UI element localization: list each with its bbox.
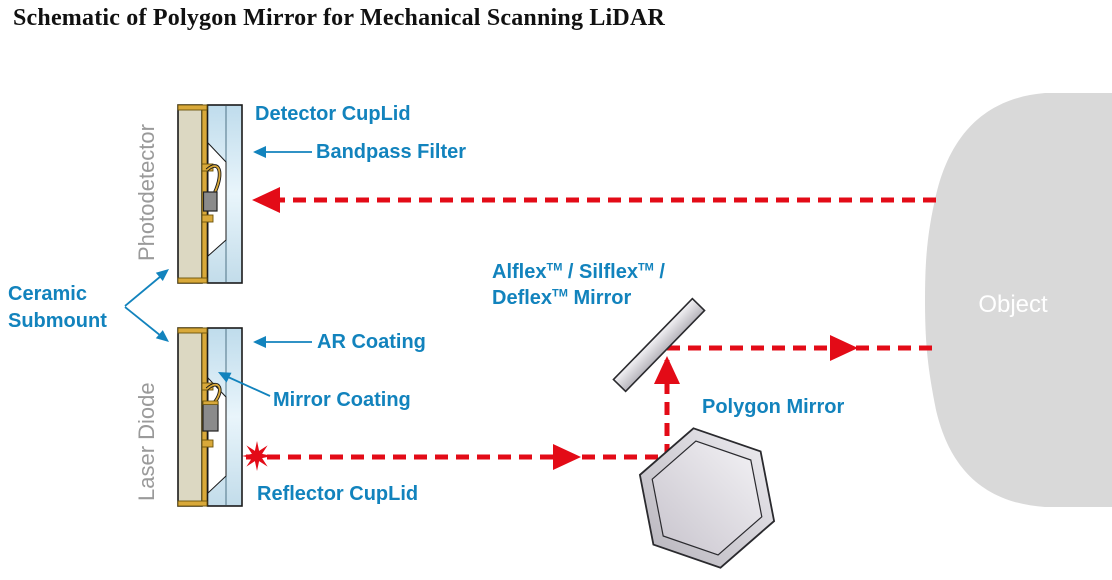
diagram-title: Schematic of Polygon Mirror for Mechanic…: [13, 5, 666, 31]
scan-mirror-shape: [612, 297, 706, 393]
scan-mirror-label: AlflexTM / SilflexTM / DeflexTM Mirror: [492, 259, 665, 311]
object-label: Object: [978, 291, 1048, 318]
detector-cuplid-label: Detector CupLid: [255, 103, 411, 125]
reflector-cuplid-label: Reflector CupLid: [257, 483, 419, 505]
ceramic-arrowhead-down: [155, 330, 169, 342]
mirror-coating-label: Mirror Coating: [273, 389, 411, 411]
arrowhead-outgoing: [830, 335, 858, 361]
scan-mirror-label-line2: DeflexTM Mirror: [492, 287, 632, 309]
polygon-mirror-label: Polygon Mirror: [702, 396, 845, 418]
laser-diode-side-label: Laser Diode: [134, 382, 159, 502]
ceramic-submount-line1: Ceramic: [8, 283, 87, 305]
laser-chip: [202, 401, 219, 432]
beam-emit: [206, 431, 666, 460]
polygon-mirror-shape: [638, 427, 776, 569]
ceramic-arrowhead-up: [155, 269, 169, 281]
arrowhead-return: [252, 187, 280, 213]
laser-starburst-icon: [242, 441, 272, 471]
laser-diode-package: [177, 327, 243, 507]
bandpass-filter-label: Bandpass Filter: [316, 141, 467, 163]
arrowhead-emit: [553, 444, 581, 470]
ar-coating-arrowhead: [253, 336, 266, 348]
ceramic-submount-line2: Submount: [8, 310, 107, 332]
mirror-coating-arrowhead: [218, 372, 232, 383]
object-shape: [925, 93, 1112, 507]
bandpass-arrowhead: [253, 146, 266, 158]
scan-mirror-label-line1: AlflexTM / SilflexTM /: [492, 261, 665, 283]
ceramic-submount-label: Ceramic Submount: [8, 281, 107, 335]
photodetector-package: [177, 104, 243, 284]
annotation-arrows: [124, 146, 312, 397]
arrowhead-up: [654, 356, 680, 384]
photodiode-chip: [202, 191, 218, 212]
photodetector-side-label: Photodetector: [134, 124, 159, 262]
ar-coating-label: AR Coating: [317, 331, 426, 353]
laser-beam-arrowheads: [252, 187, 858, 470]
